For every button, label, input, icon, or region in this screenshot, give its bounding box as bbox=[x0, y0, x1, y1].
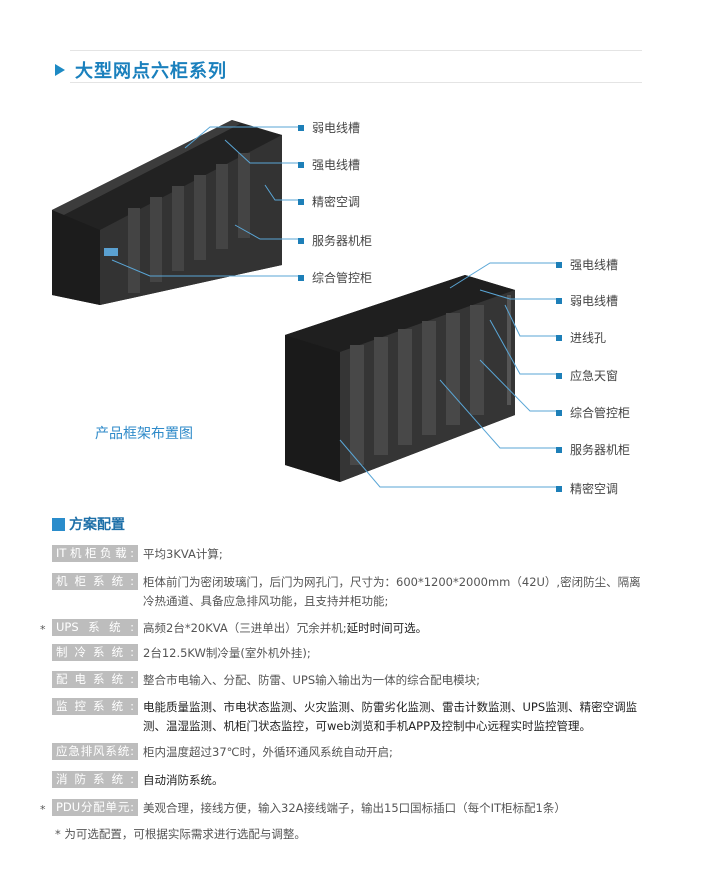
config-row: 消防系统:自动消防系统。 bbox=[52, 771, 643, 790]
bullet-icon bbox=[298, 161, 304, 168]
label2-skylight: 应急天窗 bbox=[556, 367, 618, 384]
bullet-icon bbox=[556, 334, 562, 341]
bullet-icon bbox=[298, 198, 304, 205]
label2-ac: 精密空调 bbox=[556, 480, 618, 497]
title-rule bbox=[70, 82, 642, 83]
cabinet-diagrams bbox=[52, 120, 556, 488]
diagram-caption: 产品框架布置图 bbox=[95, 426, 193, 442]
bullet-icon bbox=[556, 372, 562, 379]
label2-strong-trough: 强电线槽 bbox=[556, 256, 618, 273]
optional-star: * bbox=[40, 803, 46, 816]
label-control: 综合管控柜 bbox=[298, 269, 372, 286]
label-strong-trough: 强电线槽 bbox=[298, 156, 360, 173]
leader-lines bbox=[111, 126, 556, 488]
config-row: 监控系统:电能质量监测、市电状态监测、火灾监测、防雷劣化监测、雷击计数监测、UP… bbox=[52, 698, 643, 736]
bullet-icon bbox=[556, 485, 562, 492]
label-ac: 精密空调 bbox=[298, 193, 360, 210]
cabinet-front-view bbox=[52, 120, 282, 305]
config-row: UPS系统:高频2台*20KVA（三进单出）冗余并机;延时时间可选。 bbox=[52, 619, 643, 638]
top-rule bbox=[70, 50, 642, 51]
bullet-icon bbox=[556, 409, 562, 416]
title-text: 大型网点六柜系列 bbox=[75, 61, 227, 82]
label-weak-trough: 弱电线槽 bbox=[298, 119, 360, 136]
optional-star: * bbox=[40, 623, 46, 636]
config-row: 机柜系统:柜体前门为密闭玻璃门，后门为网孔门，尺寸为：600*1200*2000… bbox=[52, 573, 643, 611]
bullet-icon bbox=[298, 124, 304, 131]
config-row: 应急排风系统:柜内温度超过37℃时，外循环通风系统自动开启; bbox=[52, 743, 643, 762]
square-icon bbox=[52, 517, 65, 531]
label2-inlet: 进线孔 bbox=[556, 329, 606, 346]
label2-control: 综合管控柜 bbox=[556, 404, 630, 421]
label2-weak-trough: 弱电线槽 bbox=[556, 292, 618, 309]
page-title: 大型网点六柜系列 bbox=[55, 57, 227, 83]
triangle-icon bbox=[55, 64, 65, 76]
config-row: 配电系统:整合市电输入、分配、防雷、UPS输入输出为一体的综合配电模块; bbox=[52, 671, 643, 690]
bullet-icon bbox=[556, 297, 562, 304]
bullet-icon bbox=[298, 274, 304, 281]
label2-server: 服务器机柜 bbox=[556, 441, 630, 458]
config-row: 制冷系统:2台12.5KW制冷量(室外机外挂); bbox=[52, 644, 643, 663]
cabinet-rear-view bbox=[285, 275, 515, 482]
footnote: * 为可选配置，可根据实际需求进行选配与调整。 bbox=[55, 827, 306, 841]
config-row: IT机柜负载:平均3KVA计算; bbox=[52, 545, 643, 564]
config-row: PDU分配单元:美观合理，接线方便，输入32A接线端子，输出15口国标插口（每个… bbox=[52, 799, 643, 818]
bullet-icon bbox=[298, 237, 304, 244]
label-server: 服务器机柜 bbox=[298, 232, 372, 249]
bullet-icon bbox=[556, 261, 562, 268]
bullet-icon bbox=[556, 446, 562, 453]
section-header: 方案配置 bbox=[52, 514, 125, 534]
